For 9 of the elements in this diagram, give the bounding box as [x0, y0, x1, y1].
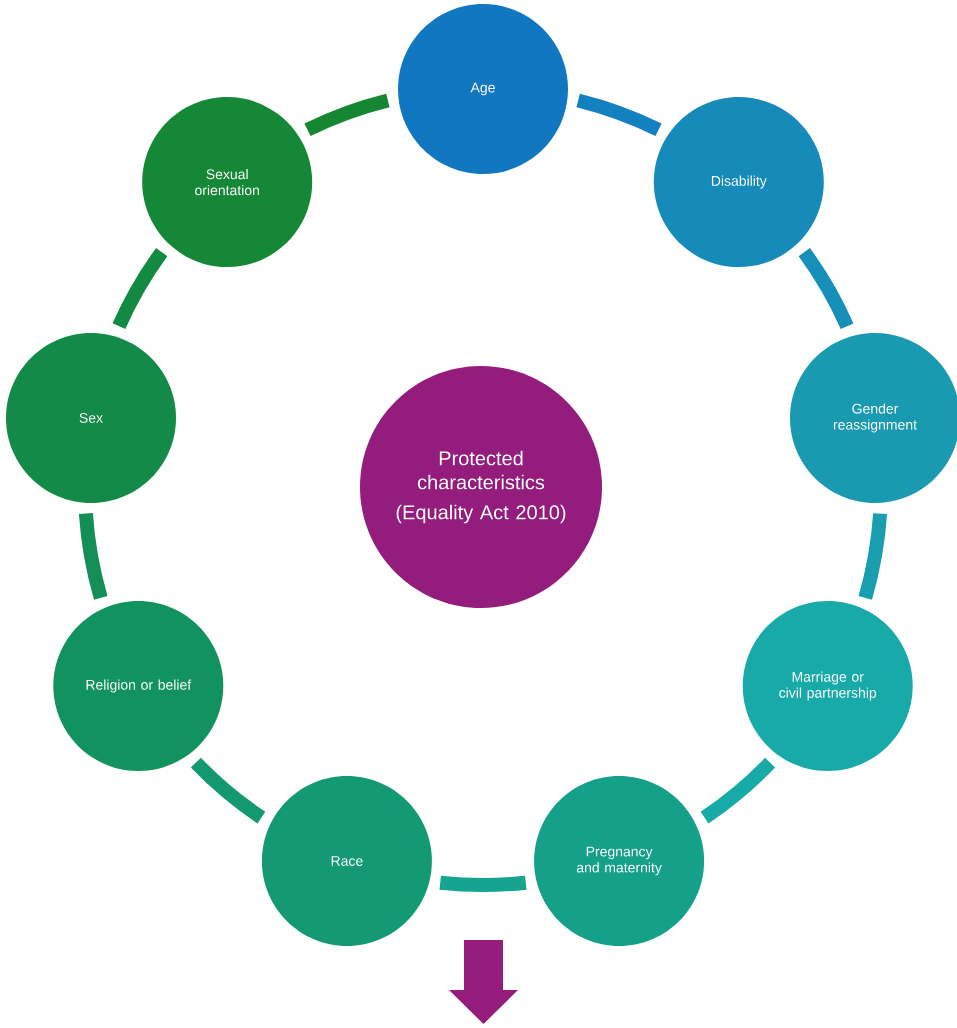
ring-segment — [439, 875, 527, 892]
ring-segment — [304, 93, 390, 137]
ring-segment — [190, 757, 266, 824]
ring-segment — [798, 248, 854, 330]
ring-segment — [78, 513, 108, 600]
ring-segment — [858, 513, 888, 600]
ring-segment — [112, 248, 168, 330]
ring-segment — [576, 93, 662, 137]
ring-segment — [700, 757, 776, 824]
